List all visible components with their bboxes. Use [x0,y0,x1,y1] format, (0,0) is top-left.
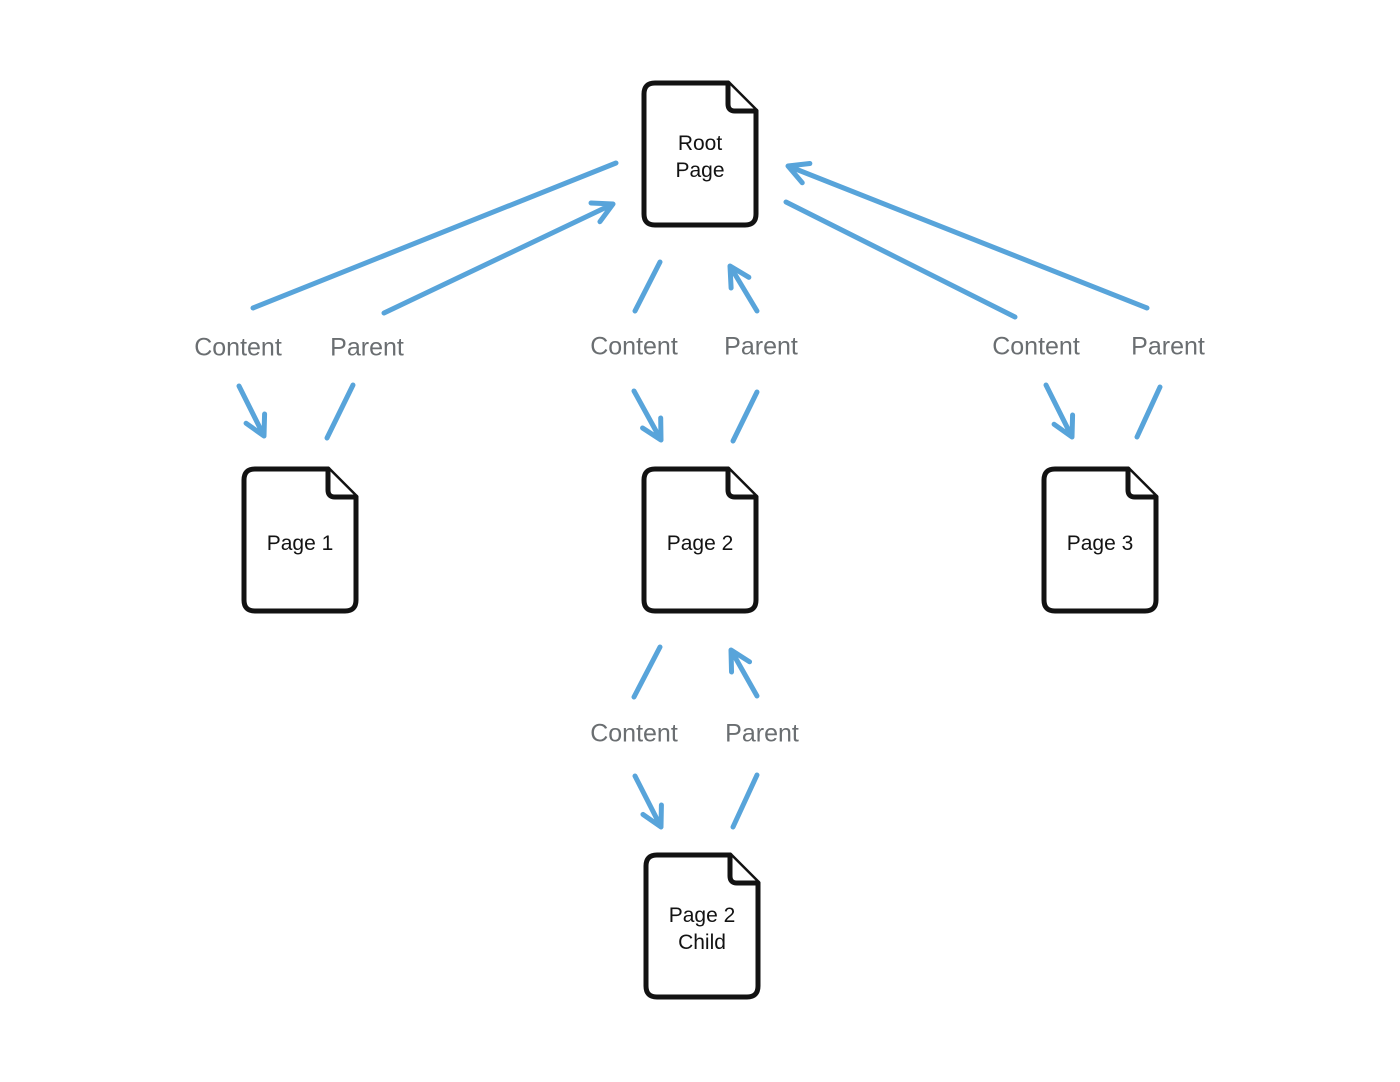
edge-content-root-to-page2-upper [632,259,663,314]
edge-label-parent-page3: Parent [1131,332,1205,361]
document-icon [641,466,759,614]
edge-label-content-page3: Content [992,332,1080,361]
edge-content-page2-to-child-upper [631,644,663,700]
edge-parent-page1-to-root-tail [324,382,356,441]
edge-parent-page3-to-root [785,161,1150,311]
edge-parent-page3-to-root-tail [1134,384,1163,440]
edge-label-content-page2: Content [590,332,678,361]
node-label-line: Child [678,931,726,954]
edge-content-root-to-page1-upper [250,160,619,311]
node-label-line: Page 1 [266,531,334,555]
node-root-page: Root Page [641,80,759,228]
node-label: Page 2 [641,466,759,614]
edge-content-root-to-page1-arrow [236,383,268,439]
node-label: Root Page [641,80,759,228]
edge-content-page2-to-child-arrow [632,773,664,830]
node-label-line: Page [675,159,725,182]
node-page-2-child: Page 2 Child [643,852,761,1000]
edge-parent-page1-to-root [381,200,616,316]
document-icon [641,80,759,228]
edge-label-parent-page2: Parent [724,332,798,361]
edge-parent-page2-to-root-tail [730,389,760,444]
edge-content-root-to-page3-arrow [1043,382,1076,440]
edge-parent-child-to-page2 [728,647,760,699]
node-label: Page 2 Child [643,852,761,1000]
edge-content-root-to-page3-upper [783,199,1018,320]
edge-label-content-page2-child: Content [590,719,678,748]
edge-parent-page2-to-root [727,263,760,314]
node-label-line: Page 2 [666,531,734,555]
document-icon [241,466,359,614]
node-label: Page 1 [241,466,359,614]
node-label-line: Root [677,132,723,155]
edge-label-parent-page1: Parent [330,333,404,362]
node-page-3: Page 3 [1041,466,1159,614]
node-label-line: Page 3 [1066,531,1134,555]
document-icon [643,852,761,1000]
node-label-line: Page 2 [668,904,736,927]
edge-label-content-page1: Content [194,333,282,362]
node-page-1: Page 1 [241,466,359,614]
edge-parent-child-to-page2-tail [730,772,760,830]
edge-label-parent-page2-child: Parent [725,719,799,748]
node-label: Page 3 [1041,466,1159,614]
node-page-2: Page 2 [641,466,759,614]
edge-content-root-to-page2-arrow [631,388,664,443]
document-icon [1041,466,1159,614]
